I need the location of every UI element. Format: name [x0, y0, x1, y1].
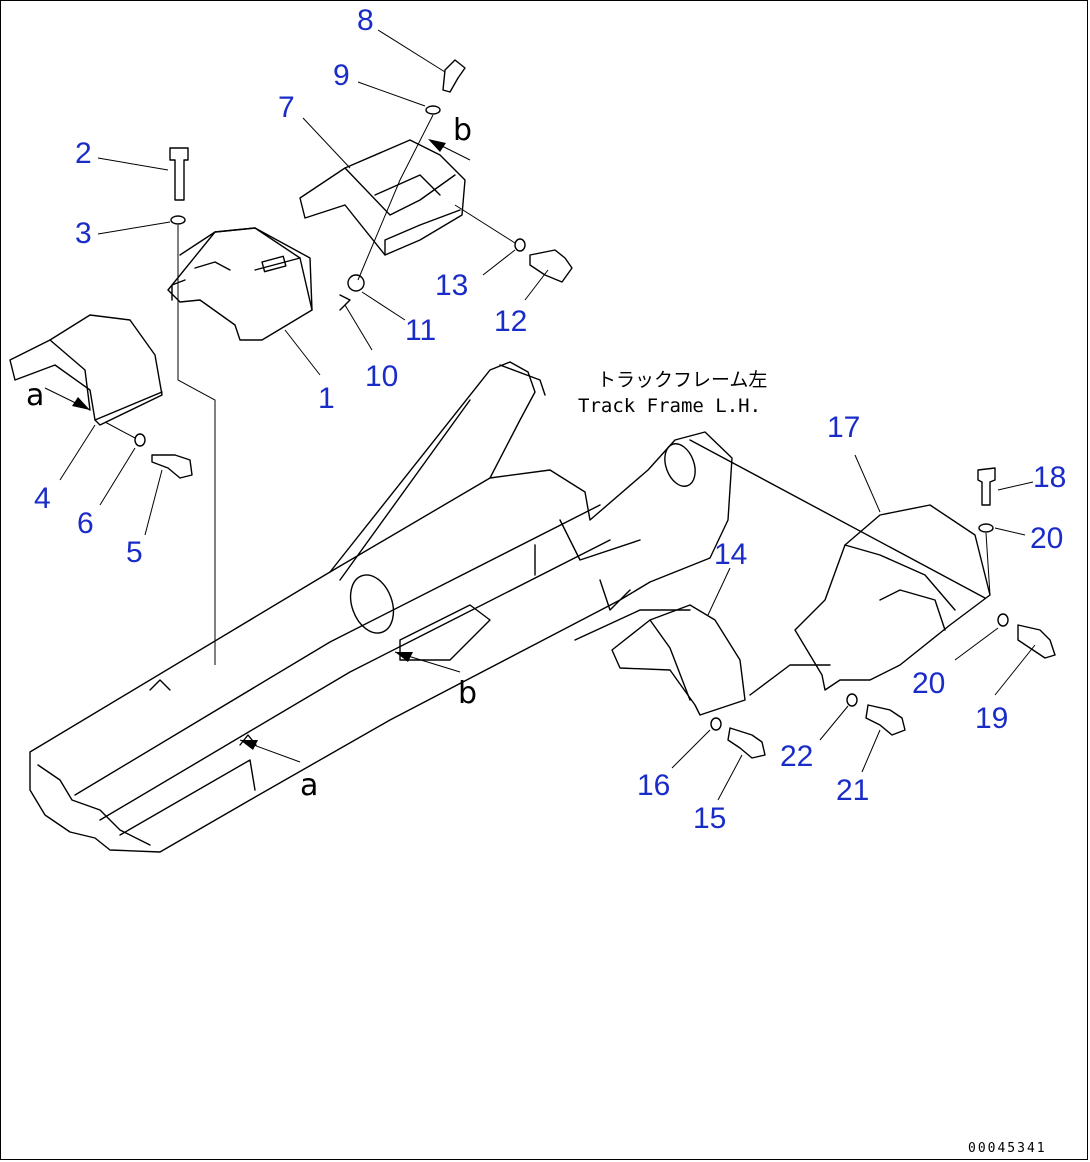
fasteners	[104, 59, 1056, 759]
view-ref-a-left: a	[26, 378, 44, 413]
callout-5: 5	[126, 536, 143, 569]
callout-8: 8	[357, 4, 374, 37]
part-4-shield	[9, 314, 163, 426]
callout-14: 14	[714, 538, 747, 571]
callout-labels: 8 9 7 2 3 13 12 11 10 1 4 6 5 17 18 20 1…	[34, 4, 1066, 835]
part-1-bracket	[167, 227, 313, 341]
part-17-fender	[689, 439, 991, 696]
view-reference-letters: b a b a	[26, 113, 477, 803]
track-frame-label-english: Track Frame L.H.	[578, 395, 761, 417]
callout-16: 16	[637, 769, 670, 802]
callout-19: 19	[975, 702, 1008, 735]
callout-10: 10	[365, 360, 398, 393]
callout-7: 7	[278, 91, 295, 124]
callout-4: 4	[34, 482, 51, 515]
track-frame-label-japanese: トラックフレーム左	[597, 369, 767, 391]
callout-15: 15	[693, 802, 726, 835]
part-14-guard	[611, 604, 746, 716]
view-ref-a-bottom: a	[300, 768, 318, 803]
callout-18: 18	[1033, 461, 1066, 494]
callout-2: 2	[75, 137, 92, 170]
view-ref-b-mid: b	[458, 676, 477, 711]
callout-11: 11	[405, 314, 436, 347]
part-7-cover	[299, 139, 466, 256]
callout-21: 21	[836, 774, 869, 807]
callout-6: 6	[77, 507, 94, 540]
view-arrows	[44, 139, 471, 763]
callout-9: 9	[333, 59, 350, 92]
callout-3: 3	[75, 217, 92, 250]
callout-13: 13	[435, 269, 468, 302]
document-number: 00045341	[968, 1141, 1047, 1156]
track-frame	[29, 361, 733, 853]
callout-22: 22	[780, 740, 813, 773]
callout-17: 17	[827, 411, 860, 444]
leader-lines	[59, 29, 1036, 801]
view-ref-b-top: b	[453, 113, 472, 148]
callout-20-bottom: 20	[912, 667, 945, 700]
callout-20-top: 20	[1030, 522, 1063, 555]
callout-1: 1	[318, 382, 335, 415]
track-frame-caption: トラックフレーム左 Track Frame L.H.	[578, 369, 767, 417]
callout-12: 12	[494, 305, 527, 338]
